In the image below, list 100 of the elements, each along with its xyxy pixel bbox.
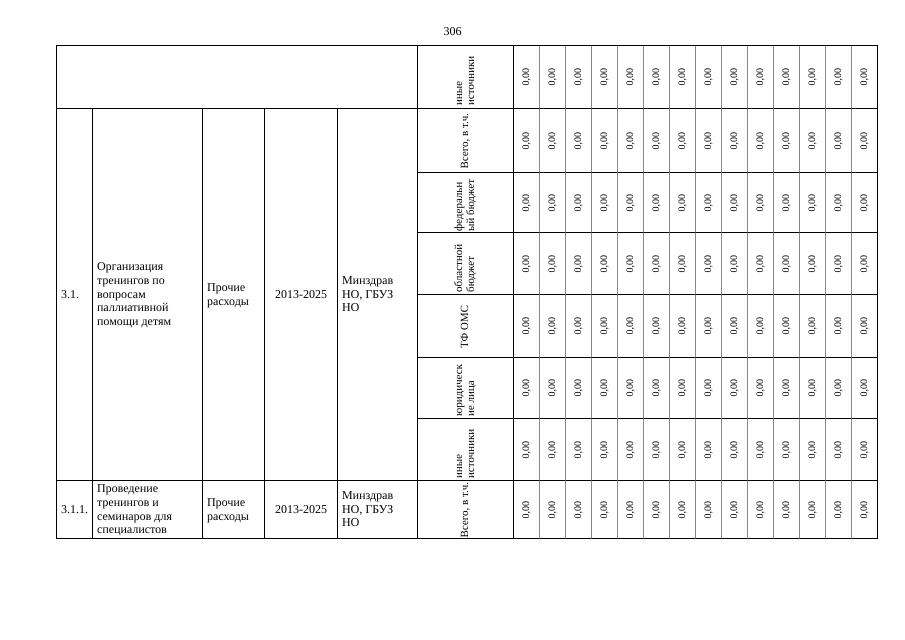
amount-value: 0,00 <box>834 254 844 272</box>
amount-value: 0,00 <box>756 194 766 212</box>
amount-value: 0,00 <box>834 194 844 212</box>
amount-value: 0,00 <box>756 132 766 150</box>
amount-value: 0,00 <box>730 379 740 397</box>
page-number: 306 <box>444 23 462 40</box>
amount-value: 0,00 <box>652 440 662 458</box>
amount-value: 0,00 <box>782 254 792 272</box>
amount-value: 0,00 <box>860 68 870 86</box>
amount-value: 0,00 <box>574 194 584 212</box>
amount-value: 0,00 <box>522 379 532 397</box>
amount-value: 0,00 <box>730 68 740 86</box>
amount-value: 0,00 <box>782 500 792 518</box>
measure-name: Организация тренингов по вопросам паллиативной помощи детям <box>97 260 172 329</box>
amount-value: 0,00 <box>522 194 532 212</box>
period: 2013-2025 <box>275 288 327 302</box>
amount-value: 0,00 <box>600 440 610 458</box>
executor: Минздрав НО, ГБУЗ НО <box>342 488 394 530</box>
row-number: 3.1. <box>61 288 79 302</box>
amount-value: 0,00 <box>626 500 636 518</box>
amount-value: 0,00 <box>522 317 532 335</box>
amount-value: 0,00 <box>782 440 792 458</box>
amount-value: 0,00 <box>678 68 688 86</box>
funding-source: юридические лица <box>453 362 478 416</box>
funding-source: иные источники <box>453 427 478 478</box>
amount-value: 0,00 <box>522 132 532 150</box>
amount-value: 0,00 <box>652 194 662 212</box>
amount-value: 0,00 <box>704 68 714 86</box>
amount-value: 0,00 <box>860 500 870 518</box>
amount-value: 0,00 <box>834 317 844 335</box>
amount-value: 0,00 <box>548 379 558 397</box>
row-number: 3.1.1. <box>61 502 88 516</box>
amount-value: 0,00 <box>730 500 740 518</box>
amount-value: 0,00 <box>600 132 610 150</box>
amount-value: 0,00 <box>574 254 584 272</box>
amount-value: 0,00 <box>756 440 766 458</box>
amount-value: 0,00 <box>574 440 584 458</box>
amount-value: 0,00 <box>678 440 688 458</box>
amount-value: 0,00 <box>574 500 584 518</box>
amount-value: 0,00 <box>782 194 792 212</box>
amount-value: 0,00 <box>626 132 636 150</box>
amount-value: 0,00 <box>782 68 792 86</box>
amount-value: 0,00 <box>860 440 870 458</box>
amount-value: 0,00 <box>730 440 740 458</box>
amount-value: 0,00 <box>808 500 818 518</box>
amount-value: 0,00 <box>808 132 818 150</box>
amount-value: 0,00 <box>860 379 870 397</box>
funding-source: ТФ ОМС <box>459 304 472 348</box>
amount-value: 0,00 <box>652 132 662 150</box>
amount-value: 0,00 <box>808 68 818 86</box>
amount-value: 0,00 <box>678 317 688 335</box>
amount-value: 0,00 <box>652 68 662 86</box>
amount-value: 0,00 <box>782 317 792 335</box>
amount-value: 0,00 <box>522 68 532 86</box>
amount-value: 0,00 <box>678 132 688 150</box>
amount-value: 0,00 <box>730 317 740 335</box>
amount-value: 0,00 <box>548 132 558 150</box>
amount-value: 0,00 <box>834 132 844 150</box>
amount-value: 0,00 <box>808 254 818 272</box>
amount-value: 0,00 <box>756 254 766 272</box>
amount-value: 0,00 <box>600 254 610 272</box>
expense-type: Прочие расходы <box>207 280 250 308</box>
amount-value: 0,00 <box>730 194 740 212</box>
amount-value: 0,00 <box>860 317 870 335</box>
amount-value: 0,00 <box>730 254 740 272</box>
amount-value: 0,00 <box>678 194 688 212</box>
amount-value: 0,00 <box>704 194 714 212</box>
amount-value: 0,00 <box>704 317 714 335</box>
funding-source: федеральный бюджет <box>453 177 478 230</box>
amount-value: 0,00 <box>548 194 558 212</box>
amount-value: 0,00 <box>704 500 714 518</box>
amount-value: 0,00 <box>600 379 610 397</box>
amount-value: 0,00 <box>808 317 818 335</box>
executor: Минздрав НО, ГБУЗ НО <box>342 274 394 316</box>
amount-value: 0,00 <box>756 68 766 86</box>
measure-name: Проведение тренингов и семинаров для специалистов <box>97 482 173 538</box>
amount-value: 0,00 <box>548 440 558 458</box>
amount-value: 0,00 <box>548 68 558 86</box>
amount-value: 0,00 <box>808 379 818 397</box>
amount-value: 0,00 <box>782 379 792 397</box>
amount-value: 0,00 <box>860 254 870 272</box>
amount-value: 0,00 <box>808 194 818 212</box>
amount-value: 0,00 <box>574 317 584 335</box>
amount-value: 0,00 <box>704 379 714 397</box>
amount-value: 0,00 <box>704 254 714 272</box>
amount-value: 0,00 <box>522 440 532 458</box>
period: 2013-2025 <box>275 502 327 516</box>
amount-value: 0,00 <box>626 194 636 212</box>
amount-value: 0,00 <box>652 254 662 272</box>
amount-value: 0,00 <box>834 440 844 458</box>
amount-value: 0,00 <box>860 194 870 212</box>
amount-value: 0,00 <box>652 317 662 335</box>
amount-value: 0,00 <box>704 440 714 458</box>
amount-value: 0,00 <box>626 254 636 272</box>
funding-source: иные источники <box>453 54 478 105</box>
amount-value: 0,00 <box>730 132 740 150</box>
amount-value: 0,00 <box>834 379 844 397</box>
amount-value: 0,00 <box>756 500 766 518</box>
amount-value: 0,00 <box>756 317 766 335</box>
amount-value: 0,00 <box>756 379 766 397</box>
